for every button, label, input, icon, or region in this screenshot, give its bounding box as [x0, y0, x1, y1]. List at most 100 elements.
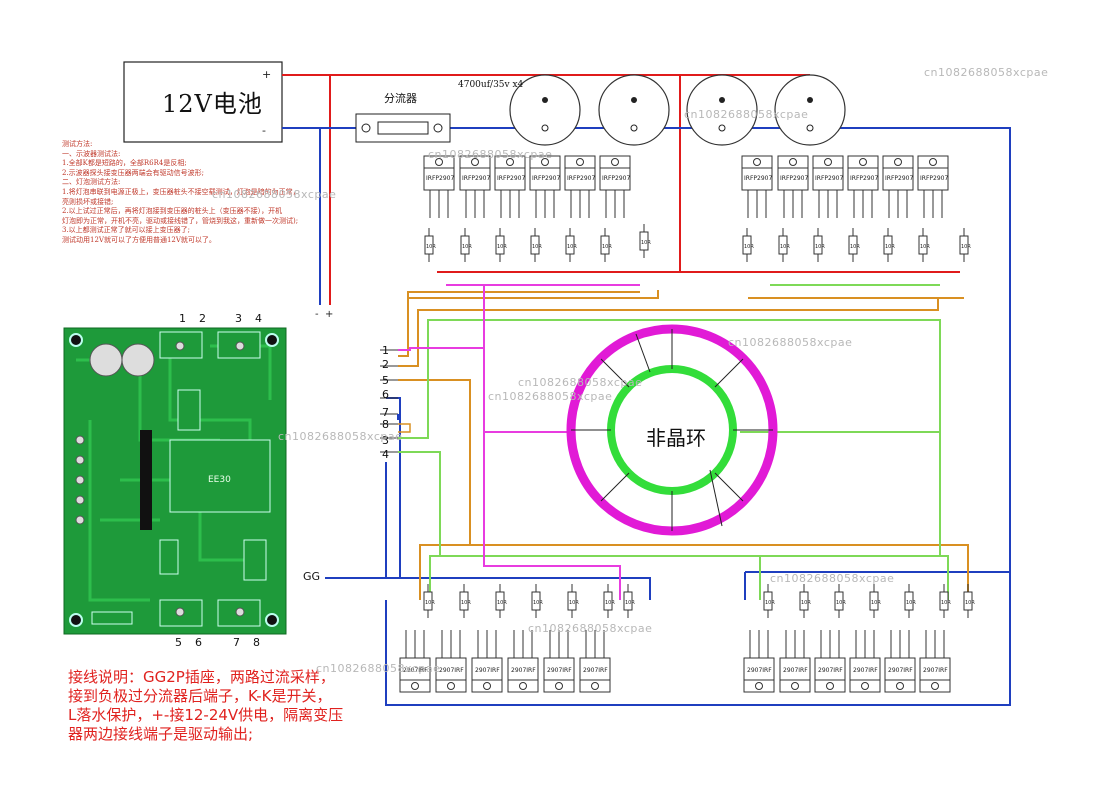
- mosfet-part: 2907IRF: [475, 667, 500, 674]
- resistor-value: 10R: [462, 244, 472, 250]
- gate-resistor: 10R: [763, 584, 775, 618]
- mosfet-part: IRFP2907: [850, 175, 878, 182]
- gate-resistor: 10R: [460, 228, 472, 262]
- resistor-value: 10R: [850, 244, 860, 250]
- mosfet-part: 2907IRF: [923, 667, 948, 674]
- test-note-line: 灯泡即为正常，开机不亮，驱动或接线错了，管烧到我这，重新做一次测试);: [62, 216, 299, 225]
- capacitor: [598, 74, 670, 146]
- mosfet-array: IRFP2907 10R IRFP2907 10R IRFP2907 10R IRFP290…: [399, 155, 975, 693]
- resistor-value: 10R: [532, 244, 542, 250]
- mosfet: IRFP2907: [917, 155, 949, 218]
- mosfet: IRFP2907: [459, 155, 491, 218]
- mosfet-part: IRFP2907: [780, 175, 808, 182]
- resistor-value: 10R: [533, 600, 543, 606]
- mosfet: 2907IRF: [919, 630, 951, 693]
- capacitor: [509, 74, 581, 146]
- mosfet: IRFP2907: [741, 155, 773, 218]
- mosfet-part: 2907IRF: [818, 667, 843, 674]
- shunt-label: 分流器: [384, 92, 417, 105]
- terminal-label: 7: [382, 406, 389, 419]
- mosfet: IRFP2907: [599, 155, 631, 218]
- gate-resistor: 10R: [530, 228, 542, 262]
- resistor-value: 10R: [602, 244, 612, 250]
- gate-resistor: 10R: [495, 584, 507, 618]
- mosfet-part: 2907IRF: [583, 667, 608, 674]
- gate-resistor: 10R: [799, 584, 811, 618]
- mosfet: IRFP2907: [564, 155, 596, 218]
- battery-box: [123, 61, 283, 143]
- wiring-note-line: 器两边接线端子是驱动输出;: [68, 725, 254, 743]
- mosfet-part: IRFP2907: [744, 175, 772, 182]
- mosfet: 2907IRF: [543, 630, 575, 693]
- gate-resistor: 10R: [834, 584, 846, 618]
- mosfet: 2907IRF: [507, 630, 539, 693]
- watermark: cn1082688058xcpae: [278, 430, 403, 443]
- mosfet-part: 2907IRF: [511, 667, 536, 674]
- mosfet: IRFP2907: [529, 155, 561, 218]
- resistor-value: 10R: [426, 244, 436, 250]
- mosfet-part: 2907IRF: [747, 667, 772, 674]
- mosfet-part: IRFP2907: [567, 175, 595, 182]
- battery-plus: +: [262, 68, 271, 81]
- terminal-label: 3: [382, 434, 389, 447]
- gate-resistor: 10R: [423, 584, 435, 618]
- gate-resistor: 10R: [904, 584, 916, 618]
- mosfet-part: IRFP2907: [462, 175, 490, 182]
- capacitor: [774, 74, 846, 146]
- gate-resistor: 10R: [623, 584, 635, 618]
- test-note-line: 二、灯泡测试方法:: [62, 178, 121, 187]
- terminal-label: 4: [382, 448, 389, 461]
- pcb-pin-4: 4: [255, 312, 262, 325]
- mosfet-part: IRFP2907: [920, 175, 948, 182]
- mosfet: IRFP2907: [847, 155, 879, 218]
- gate-resistor: 10R: [424, 228, 436, 262]
- mosfet: IRFP2907: [423, 155, 455, 218]
- test-notes: 测试方法: 一、示波器测试法: 1.全部K都是短路的，全部R6R4是反相; 2.…: [62, 140, 312, 246]
- mosfet: 2907IRF: [579, 630, 611, 693]
- wiring-notes: 接线说明：GG2P插座，两路过流采样， 接到负极过分流器后端子，K-K是开关， …: [68, 668, 388, 744]
- test-note-line: 1.将灯泡串联到电源正极上，变压器桩头不接空载测试，灯泡是暗的为正常，: [62, 187, 300, 196]
- gate-resistor: 10R: [918, 228, 930, 262]
- capacitor-bank: [509, 74, 846, 146]
- gate-resistor: 10R: [639, 224, 651, 258]
- terminal-label: 1: [382, 344, 389, 357]
- gate-resistor: 10R: [959, 228, 971, 262]
- pcb-pin-7: 7: [233, 636, 240, 649]
- mosfet: 2907IRF: [884, 630, 916, 693]
- resistor-value: 10R: [801, 600, 811, 606]
- mosfet-part: 2907IRF: [853, 667, 878, 674]
- gate-resistor: 10R: [813, 228, 825, 262]
- gate-resistor: 10R: [495, 228, 507, 262]
- watermark: cn1082688058xcpae: [428, 148, 553, 161]
- gate-resistor: 10R: [848, 228, 860, 262]
- mosfet: 2907IRF: [435, 630, 467, 693]
- watermark: cn1082688058xcpae: [518, 376, 643, 389]
- gate-resistor: 10R: [459, 584, 471, 618]
- mosfet: 2907IRF: [471, 630, 503, 693]
- gate-traces-orange: [398, 290, 969, 600]
- gate-resistor: 10R: [603, 584, 615, 618]
- resistor-value: 10R: [461, 600, 471, 606]
- mosfet: 2907IRF: [814, 630, 846, 693]
- terminal-label: 2: [382, 358, 389, 371]
- watermark: cn1082688058xcpae: [924, 66, 1049, 79]
- resistor-value: 10R: [885, 244, 895, 250]
- mosfet: IRFP2907: [777, 155, 809, 218]
- capacitor: [686, 74, 758, 146]
- gate-resistor: 10R: [567, 584, 579, 618]
- gate-resistor: 10R: [778, 228, 790, 262]
- gate-resistor: 10R: [531, 584, 543, 618]
- wiring-note-line: 接线说明：GG2P插座，两路过流采样，: [68, 668, 335, 686]
- gate-resistor: 10R: [742, 228, 754, 262]
- gate-resistor: 10R: [883, 228, 895, 262]
- watermark: cn1082688058xcpae: [770, 572, 895, 585]
- mosfet: 2907IRF: [779, 630, 811, 693]
- gate-traces-pink: [398, 284, 640, 600]
- resistor-value: 10R: [567, 244, 577, 250]
- test-note-line: 1.全部K都是短路的，全部R6R4是反相;: [62, 159, 187, 168]
- test-note-line: 2.以上试过正常后，再将灯泡接到变压器的桩头上（变压器不接），开机: [62, 207, 283, 216]
- lead-plus: +: [325, 309, 333, 320]
- driver-pcb: EE30: [63, 327, 287, 635]
- battery-label: 12V电池: [162, 90, 263, 118]
